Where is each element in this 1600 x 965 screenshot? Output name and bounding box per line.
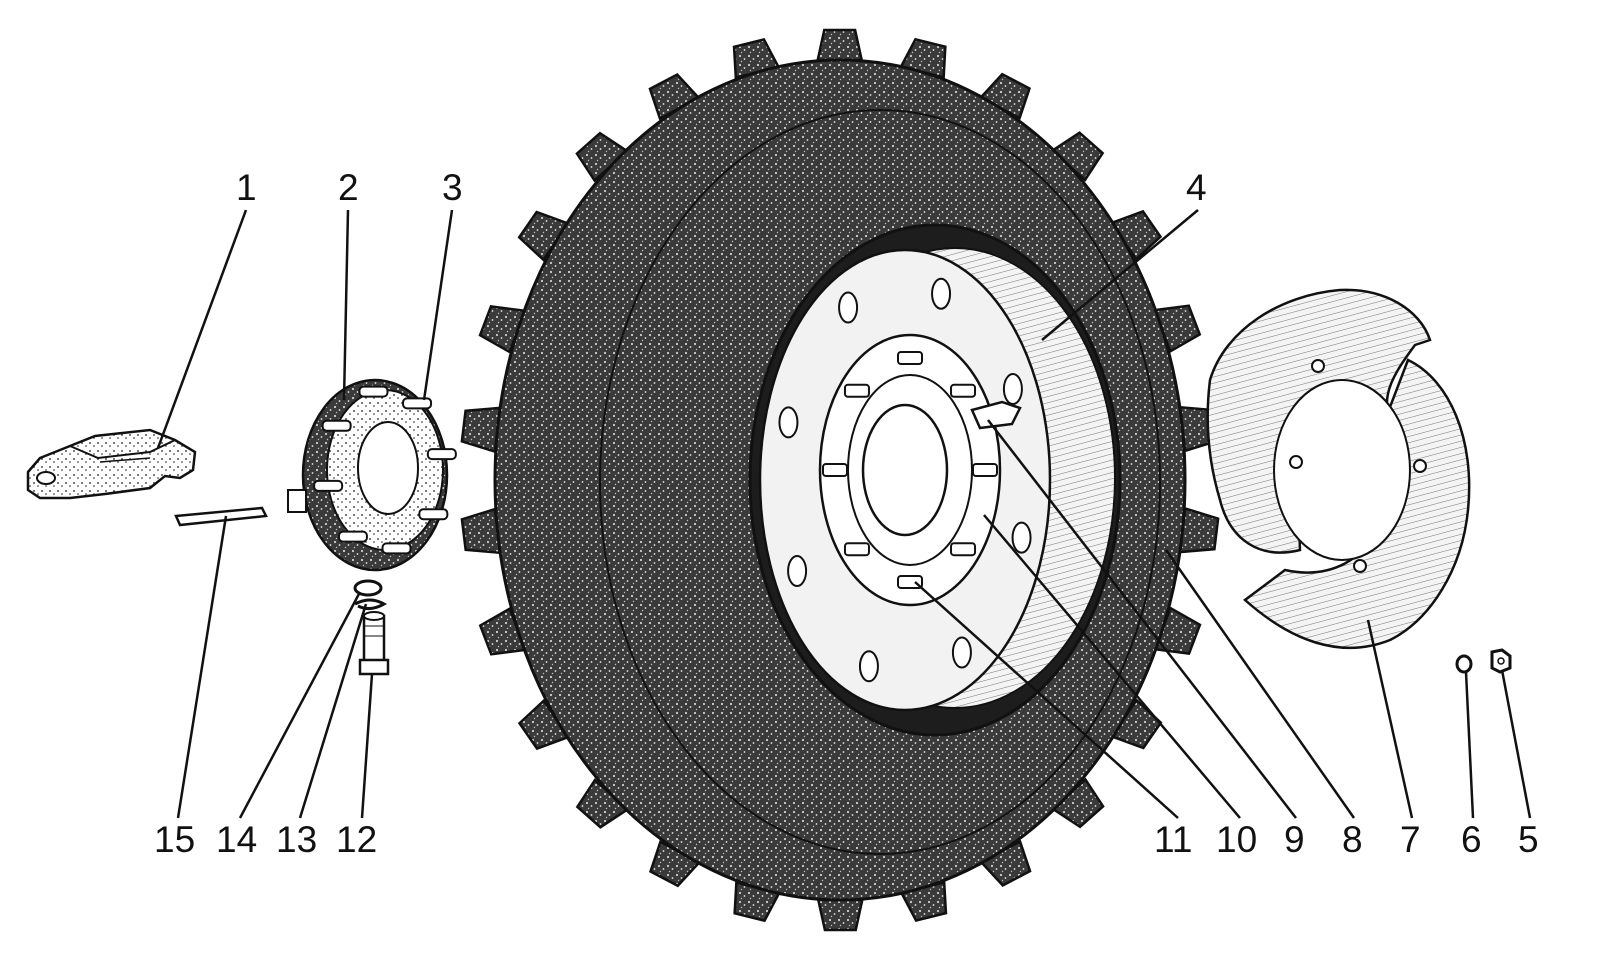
leader-9 [987, 419, 1297, 819]
leader-2 [342, 209, 350, 401]
callout-labels: 1 2 3 4 5 6 7 8 9 10 11 12 13 14 15 [154, 167, 1539, 860]
hub-stud [313, 479, 344, 492]
wheel-bolt [822, 463, 848, 477]
leader-8 [1164, 549, 1356, 819]
hub-stud [426, 448, 457, 461]
callout-10: 10 [1216, 819, 1257, 860]
callout-12: 12 [336, 819, 377, 860]
wheel-bolt [950, 542, 977, 557]
callout-13: 13 [276, 819, 317, 860]
tread-lug [460, 507, 502, 555]
rim-disc-holes [778, 277, 1032, 683]
callout-15: 15 [154, 819, 195, 860]
leader-lines [156, 209, 1532, 819]
hub-stud [337, 530, 368, 543]
part-5-nut [1490, 648, 1512, 674]
leader-15 [176, 515, 228, 819]
part-3-studs [313, 385, 457, 555]
leader-1 [156, 209, 248, 449]
callout-8: 8 [1342, 819, 1363, 860]
hub-stud [321, 419, 352, 432]
leader-14 [238, 591, 362, 819]
rim-hole [951, 636, 972, 669]
leader-11 [914, 581, 1179, 819]
tread-lug [1178, 506, 1220, 554]
part-9-clamp [970, 400, 1022, 430]
callout-6: 6 [1461, 819, 1482, 860]
callout-3: 3 [442, 167, 463, 208]
callout-2: 2 [338, 167, 359, 208]
callout-7: 7 [1400, 819, 1421, 860]
tread-lug [816, 28, 864, 62]
callout-4: 4 [1186, 167, 1207, 208]
callout-11: 11 [1154, 819, 1192, 860]
leader-5 [1500, 669, 1532, 819]
part-7-wheel-weight [1206, 288, 1471, 649]
rim-hole [778, 406, 799, 439]
hub-stud [418, 508, 449, 521]
part-10-wheel-bolts [822, 351, 998, 589]
wheel-bolt [843, 383, 870, 398]
leader-12 [360, 673, 374, 819]
hub-stud [381, 542, 412, 555]
rim-hole [858, 650, 879, 683]
part-15-key [174, 506, 268, 527]
part-9-centre-disc [818, 333, 1022, 607]
tread-lug [460, 406, 502, 454]
hub-stud [402, 397, 433, 410]
callout-5: 5 [1518, 819, 1539, 860]
tread-lug [816, 898, 864, 932]
callout-14: 14 [216, 819, 257, 860]
part-1-cover [26, 428, 197, 500]
rim-hole [1011, 521, 1032, 554]
leader-6 [1464, 671, 1475, 819]
part-13-spring-washer [354, 598, 388, 611]
wheel-bolt [843, 542, 870, 557]
leader-10 [983, 514, 1241, 819]
rim-hole [787, 554, 808, 587]
hub-stud [358, 385, 389, 398]
part-14-washer [353, 579, 383, 597]
leader-4 [1041, 209, 1199, 341]
tyre-tread-lugs [460, 28, 1220, 932]
wheel-bolt [972, 463, 998, 477]
rim-hole [838, 291, 859, 324]
part-12-bolt [358, 611, 390, 676]
leader-13 [298, 603, 368, 819]
wheel-bolt [897, 351, 923, 365]
leader-7 [1366, 619, 1414, 819]
callout-9: 9 [1284, 819, 1305, 860]
part-6-washer [1455, 654, 1473, 674]
leader-3 [422, 209, 454, 401]
callout-1: 1 [236, 167, 257, 208]
rim-hole [1002, 373, 1023, 406]
rim-hole [931, 277, 952, 310]
wheel-bolt [897, 575, 923, 589]
wheel-bolt [950, 383, 977, 398]
